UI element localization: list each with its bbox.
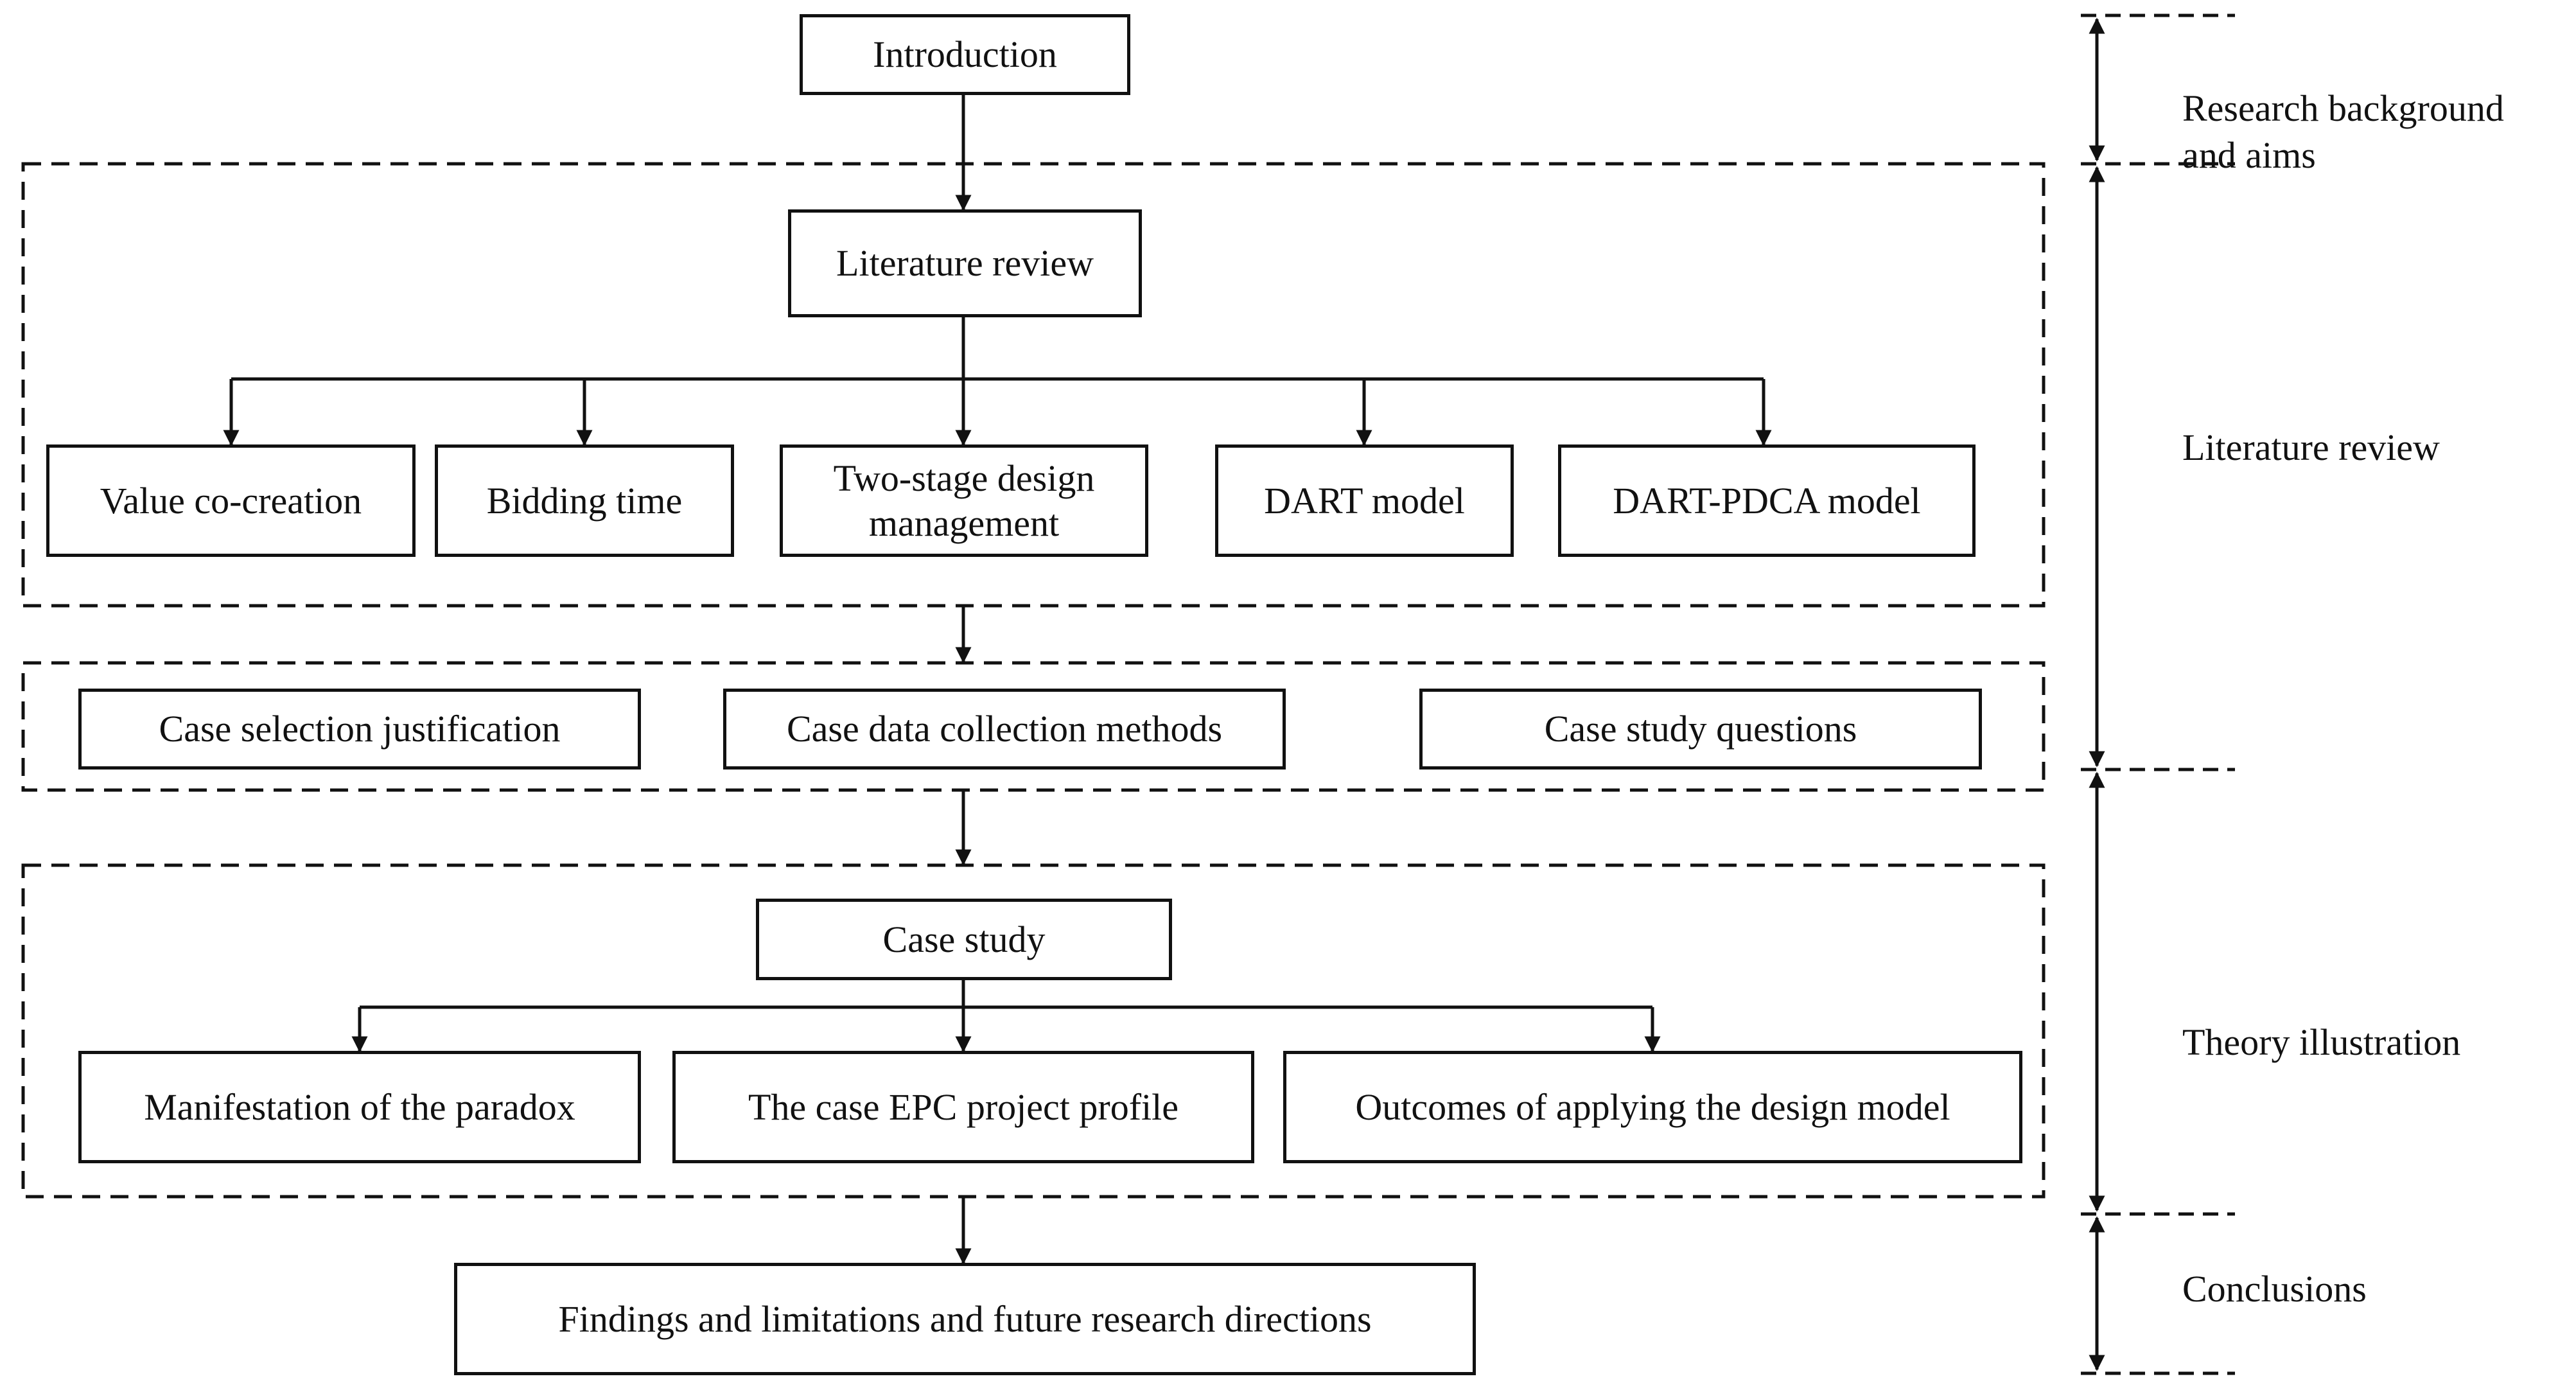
dart-model-box: DART model: [1215, 444, 1514, 557]
dart-pdca-model-box: DART-PDCA model: [1558, 444, 1976, 557]
case-epc-profile-label: The case EPC project profile: [748, 1086, 1178, 1128]
stage-label-theory: Theory illustration: [2182, 1019, 2460, 1066]
dart-model-label: DART model: [1264, 479, 1465, 522]
value-cocreation-box: Value co-creation: [46, 444, 416, 557]
case-study-questions-box: Case study questions: [1419, 689, 1982, 770]
stage-label-background: Research background and aims: [2182, 37, 2504, 179]
case-selection-box: Case selection justification: [78, 689, 641, 770]
manifestation-box: Manifestation of the paradox: [78, 1051, 641, 1163]
stage-label-conclusions: Conclusions: [2182, 1265, 2367, 1313]
literature-review-label: Literature review: [836, 242, 1094, 285]
case-study-questions-label: Case study questions: [1544, 708, 1857, 750]
case-study-label: Case study: [882, 918, 1046, 960]
introduction-label: Introduction: [873, 33, 1057, 76]
case-epc-profile-box: The case EPC project profile: [672, 1051, 1254, 1163]
stage-label-theory-text: Theory illustration: [2182, 1021, 2461, 1063]
manifestation-label: Manifestation of the paradox: [144, 1086, 575, 1128]
two-stage-design-label: Two-stage design management: [833, 457, 1095, 544]
outcomes-label: Outcomes of applying the design model: [1355, 1086, 1950, 1128]
case-study-group: [21, 863, 2046, 1199]
introduction-box: Introduction: [800, 14, 1130, 95]
outcomes-box: Outcomes of applying the design model: [1283, 1051, 2022, 1163]
stage-label-background-text: Research background and aims: [2182, 87, 2504, 177]
stage-label-literature-text: Literature review: [2182, 427, 2440, 468]
case-data-collection-label: Case data collection methods: [786, 708, 1223, 750]
case-selection-label: Case selection justification: [159, 708, 561, 750]
bidding-time-label: Bidding time: [486, 479, 683, 522]
literature-review-box: Literature review: [788, 209, 1142, 317]
case-data-collection-box: Case data collection methods: [723, 689, 1286, 770]
findings-label: Findings and limitations and future rese…: [558, 1298, 1372, 1340]
stage-label-conclusions-text: Conclusions: [2182, 1268, 2367, 1310]
two-stage-design-box: Two-stage design management: [780, 444, 1148, 557]
bidding-time-box: Bidding time: [435, 444, 734, 557]
stage-label-literature: Literature review: [2182, 424, 2440, 471]
findings-box: Findings and limitations and future rese…: [454, 1263, 1476, 1375]
literature-review-group: [21, 162, 2046, 608]
value-cocreation-label: Value co-creation: [100, 479, 362, 522]
dart-pdca-model-label: DART-PDCA model: [1613, 479, 1921, 522]
case-study-box: Case study: [756, 899, 1172, 980]
